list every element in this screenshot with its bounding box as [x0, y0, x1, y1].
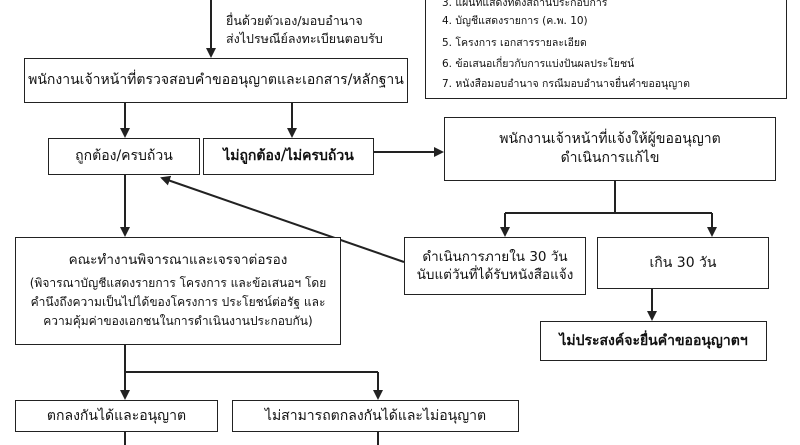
committee-detail-1: (พิจารณาบัญชีแสดงรายการ โครงการ และข้อเส…: [29, 276, 327, 291]
documents-list-box: 3. แผนที่แสดงที่ตั้งสถานประกอบการ 4. บัญ…: [425, 0, 787, 99]
no-intent-label: ไม่ประสงค์จะยื่นคำขออนุญาตฯ: [559, 332, 748, 349]
over-30-days-box: เกิน 30 วัน: [597, 237, 769, 289]
agree-label: ตกลงกันได้และอนุญาต: [46, 407, 187, 424]
disagree-box: ไม่สามารถตกลงกันได้และไม่อนุญาต: [232, 400, 519, 432]
no-intent-box: ไม่ประสงค์จะยื่นคำขออนุญาตฯ: [540, 321, 767, 361]
within-line-1: ดำเนินการภายใน 30 วัน: [422, 248, 568, 265]
notify-line-1: พนักงานเจ้าหน้าที่แจ้งให้ผู้ขออนุญาต: [499, 131, 721, 148]
committee-detail-2: คำนึงถึงความเป็นไปได้ของโครงการ ประโยชน์…: [30, 295, 326, 310]
disagree-label: ไม่สามารถตกลงกันได้และไม่อนุญาต: [264, 407, 487, 424]
over30-label: เกิน 30 วัน: [649, 254, 717, 271]
incorrect-box: ไม่ถูกต้อง/ไม่ครบถ้วน: [203, 138, 374, 175]
document-item-5: 5. โครงการ เอกสารรายละเอียด: [442, 37, 587, 49]
document-item-3: 3. แผนที่แสดงที่ตั้งสถานประกอบการ: [442, 0, 608, 9]
within-line-2: นับแต่วันที่ได้รับหนังสือแจ้ง: [416, 267, 574, 283]
arrow-within-to-correct: [160, 175, 405, 263]
submission-line-2: ส่งไปรษณีย์ลงทะเบียนตอบรับ: [226, 31, 383, 47]
notify-line-2: ดำเนินการแก้ไข: [560, 150, 660, 166]
officer-check-label: พนักงานเจ้าหน้าที่ตรวจสอบคำขออนุญาตและเอ…: [28, 72, 404, 89]
submission-methods: ยื่นด้วยตัวเอง/มอบอำนาจ ส่งไปรษณีย์ลงทะเ…: [226, 12, 383, 48]
committee-title: คณะทำงานพิจารณาและเจรจาต่อรอง: [68, 252, 288, 269]
submission-line-1: ยื่นด้วยตัวเอง/มอบอำนาจ: [226, 13, 363, 28]
correct-label: ถูกต้อง/ครบถ้วน: [75, 148, 173, 165]
document-item-7: 7. หนังสือมอบอำนาจ กรณีมอบอำนาจยื่นคำขออ…: [442, 78, 690, 90]
within-30-days-box: ดำเนินการภายใน 30 วัน นับแต่วันที่ได้รับ…: [404, 237, 586, 295]
agree-box: ตกลงกันได้และอนุญาต: [15, 400, 218, 432]
notify-box: พนักงานเจ้าหน้าที่แจ้งให้ผู้ขออนุญาต ดำเ…: [444, 117, 776, 181]
document-item-6: 6. ข้อเสนอเกี่ยวกับการแบ่งปันผลประโยชน์: [442, 58, 635, 70]
officer-check-box: พนักงานเจ้าหน้าที่ตรวจสอบคำขออนุญาตและเอ…: [24, 58, 408, 103]
committee-box: คณะทำงานพิจารณาและเจรจาต่อรอง (พิจารณาบั…: [15, 237, 341, 345]
correct-box: ถูกต้อง/ครบถ้วน: [48, 138, 200, 175]
committee-detail-3: ความคุ้มค่าของเอกชนในการดำเนินงานประกอบก…: [43, 314, 313, 329]
document-item-4: 4. บัญชีแสดงรายการ (ค.พ. 10): [442, 15, 588, 27]
incorrect-label: ไม่ถูกต้อง/ไม่ครบถ้วน: [223, 148, 354, 165]
